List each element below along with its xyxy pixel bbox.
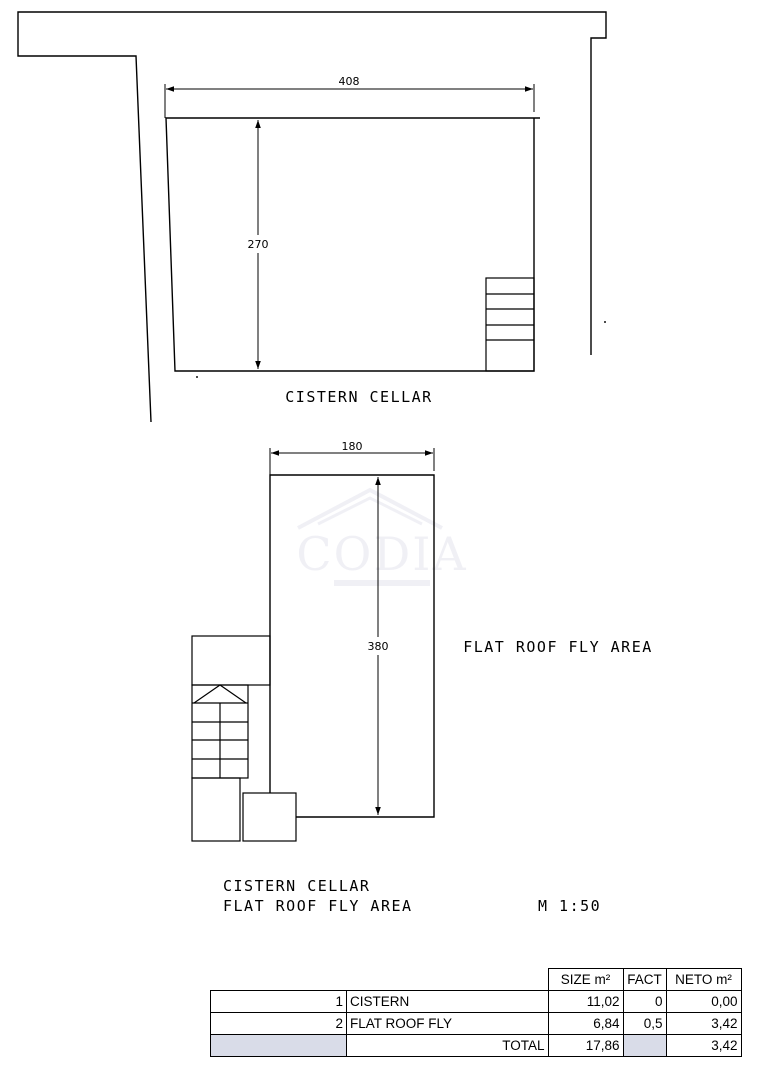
drawing-scale: M 1:50 <box>538 897 601 915</box>
table-row: 1 CISTERN 11,02 0 0,00 <box>210 990 742 1013</box>
total-fact-shaded <box>622 1034 667 1057</box>
col-header-fact: FACT <box>622 968 667 991</box>
row-size: 11,02 <box>547 990 624 1013</box>
row-size: 6,84 <box>547 1012 624 1035</box>
total-label: TOTAL <box>346 1034 549 1057</box>
dimension-label-380: 380 <box>368 640 389 653</box>
area-table: SIZE m² FACT NETO m² 1 CISTERN 11,02 0 0… <box>210 968 742 1057</box>
total-neto: 3,42 <box>665 1034 742 1057</box>
room-label-cistern-cellar: CISTERN CELLAR <box>285 388 432 406</box>
watermark-logo: CODIA <box>296 487 467 586</box>
total-shaded-cell <box>210 1034 347 1057</box>
col-header-neto: NETO m² <box>665 968 742 991</box>
dimension-width-lower: 180 <box>269 440 435 475</box>
room-label-flat-roof-fly: FLAT ROOF FLY AREA <box>463 638 653 656</box>
row-name: CISTERN <box>346 990 549 1013</box>
dimension-label-180: 180 <box>342 440 363 453</box>
dimension-height-lower: 380 <box>360 477 396 815</box>
row-fact: 0 <box>622 990 667 1013</box>
outer-wall <box>17 11 607 423</box>
row-neto: 0,00 <box>665 990 742 1013</box>
roof-staircase <box>191 635 297 842</box>
cellar-stair <box>485 277 535 372</box>
table-total-row: TOTAL 17,86 3,42 <box>210 1034 742 1057</box>
row-neto: 3,42 <box>665 1012 742 1035</box>
title-line-2: FLAT ROOF FLY AREA <box>223 897 413 915</box>
dimension-label-408: 408 <box>339 75 360 88</box>
row-number: 2 <box>210 1012 347 1035</box>
total-size: 17,86 <box>547 1034 624 1057</box>
dimension-height-upper: 270 <box>240 120 274 369</box>
row-name: FLAT ROOF FLY <box>346 1012 549 1035</box>
row-number: 1 <box>210 990 347 1013</box>
row-fact: 0,5 <box>622 1012 667 1035</box>
watermark-text: CODIA <box>296 527 467 581</box>
title-line-1: CISTERN CELLAR <box>223 877 370 895</box>
cistern-cellar-room <box>165 117 540 378</box>
dimension-width-upper: 408 <box>164 75 535 118</box>
table-row: 2 FLAT ROOF FLY 6,84 0,5 3,42 <box>210 1012 742 1035</box>
flat-roof-fly-room <box>269 474 435 818</box>
dimension-label-270: 270 <box>248 238 269 251</box>
col-header-size: SIZE m² <box>547 968 624 991</box>
floor-plan-drawing: 408 270 CISTERN CELLAR CODIA 180 <box>17 11 653 915</box>
table-header-row: SIZE m² FACT NETO m² <box>211 968 742 991</box>
